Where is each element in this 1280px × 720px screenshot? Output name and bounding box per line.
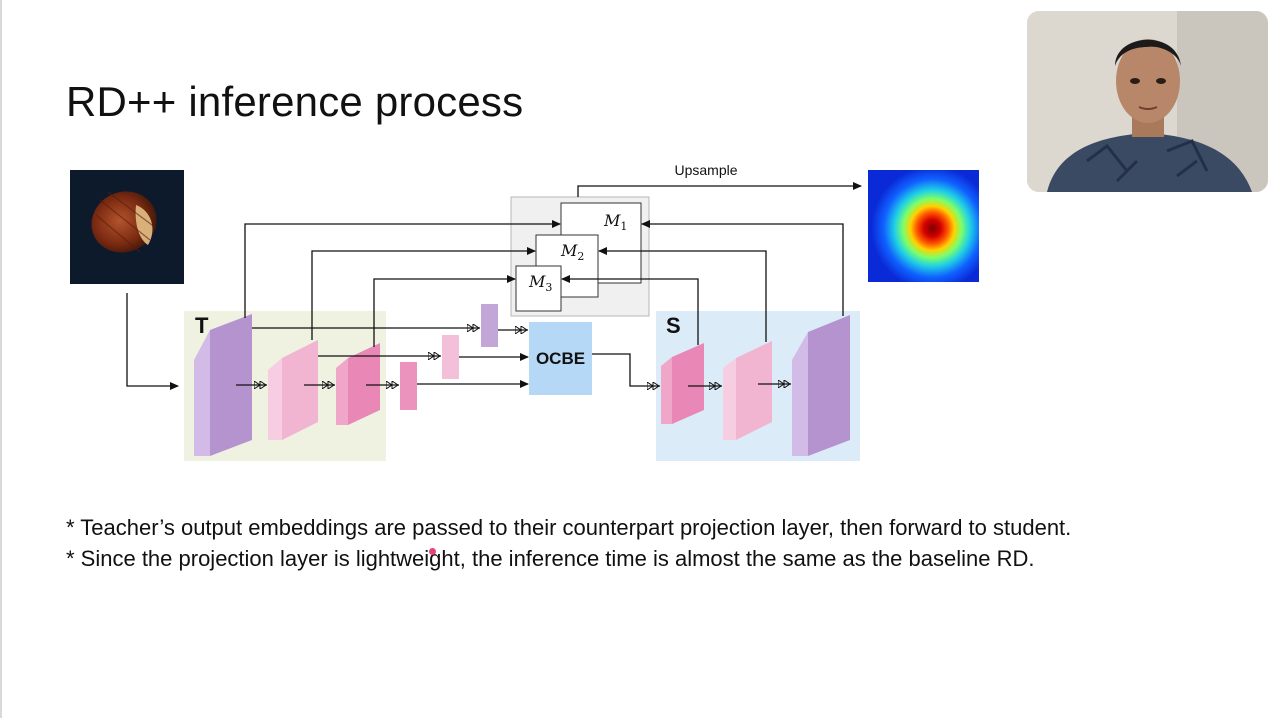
arrow-upsample <box>577 182 862 197</box>
laser-pointer-dot <box>429 548 436 555</box>
upsample-label: Upsample <box>674 162 737 178</box>
teacher-layer-1 <box>194 314 252 456</box>
ocbe-block <box>529 322 592 395</box>
svg-text:M1: M1 <box>603 211 627 233</box>
student-label: S <box>666 313 681 338</box>
projection-layer-1 <box>481 304 498 347</box>
arrow-ocbe-to-student <box>592 353 660 386</box>
arrow-student2-to-m2 <box>598 247 767 342</box>
bullet-2: * Since the projection layer is lightwei… <box>66 546 1035 571</box>
arrow-teacher3-to-m3 <box>373 275 516 347</box>
arrow-teacher2-to-m2 <box>311 247 536 340</box>
projection-layer-2 <box>442 335 459 379</box>
bullet-1: * Teacher’s output embeddings are passed… <box>66 515 1072 540</box>
output-heatmap-image <box>868 170 979 282</box>
student-layer-1 <box>661 343 704 424</box>
map-3: M3 <box>515 265 562 312</box>
svg-text:M3: M3 <box>528 272 552 294</box>
input-hazelnut-image <box>70 170 184 284</box>
student-layer-3 <box>792 315 850 456</box>
teacher-layer-3 <box>336 343 380 425</box>
arrow-student3-to-m1 <box>641 220 844 316</box>
presenter-icon <box>1027 11 1268 192</box>
student-layer-2 <box>723 341 772 440</box>
presenter-webcam <box>1027 11 1268 192</box>
bullet-list: * Teacher’s output embeddings are passed… <box>66 512 1071 574</box>
teacher-label: T <box>195 313 209 338</box>
projection-layer-3 <box>400 362 417 410</box>
slide-title: RD++ inference process <box>66 78 524 125</box>
arrow-input-to-teacher <box>126 293 179 390</box>
teacher-layer-2 <box>268 340 318 440</box>
arrow-student1-to-m3 <box>561 275 699 345</box>
arrow-teacher1-to-m1 <box>244 220 561 318</box>
svg-text:M2: M2 <box>560 241 584 263</box>
ocbe-label: OCBE <box>536 349 585 368</box>
